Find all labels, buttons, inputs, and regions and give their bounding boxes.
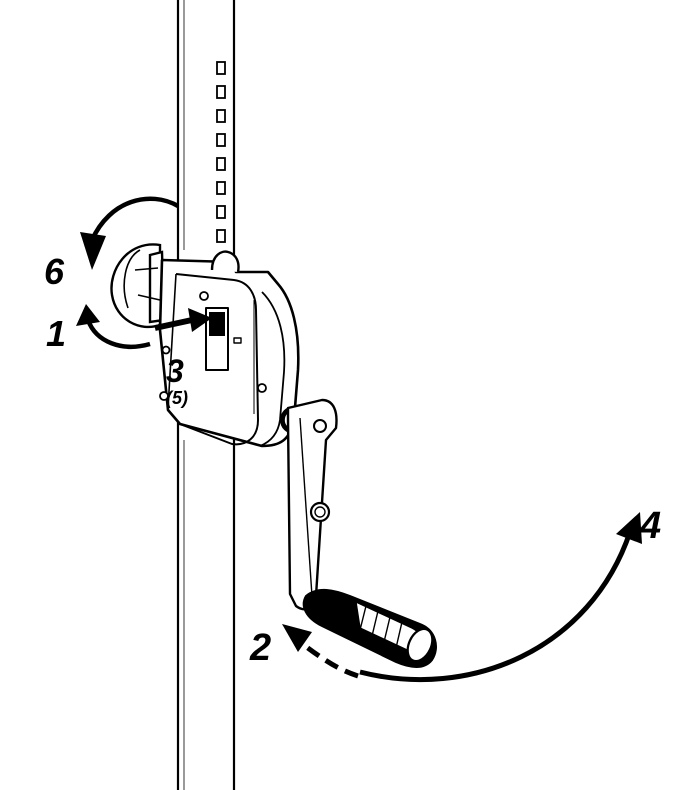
step-label-5: (5) (166, 388, 188, 408)
step-label-3: 3 (166, 353, 184, 389)
step-label-1: 1 (46, 313, 66, 354)
arrow-2 (282, 624, 359, 679)
step-label-6: 6 (44, 251, 65, 292)
arrow-3 (154, 308, 212, 332)
crank-grip (302, 589, 437, 668)
arrow-4 (359, 512, 642, 683)
mast-holes (216, 61, 226, 243)
crank-arm (280, 398, 338, 611)
step-label-4: 4 (639, 505, 661, 547)
arrow-6 (80, 196, 180, 270)
step-label-2: 2 (249, 627, 271, 669)
arrow-1 (76, 304, 151, 349)
winch-housing (158, 250, 300, 448)
locking-knob (110, 243, 166, 329)
